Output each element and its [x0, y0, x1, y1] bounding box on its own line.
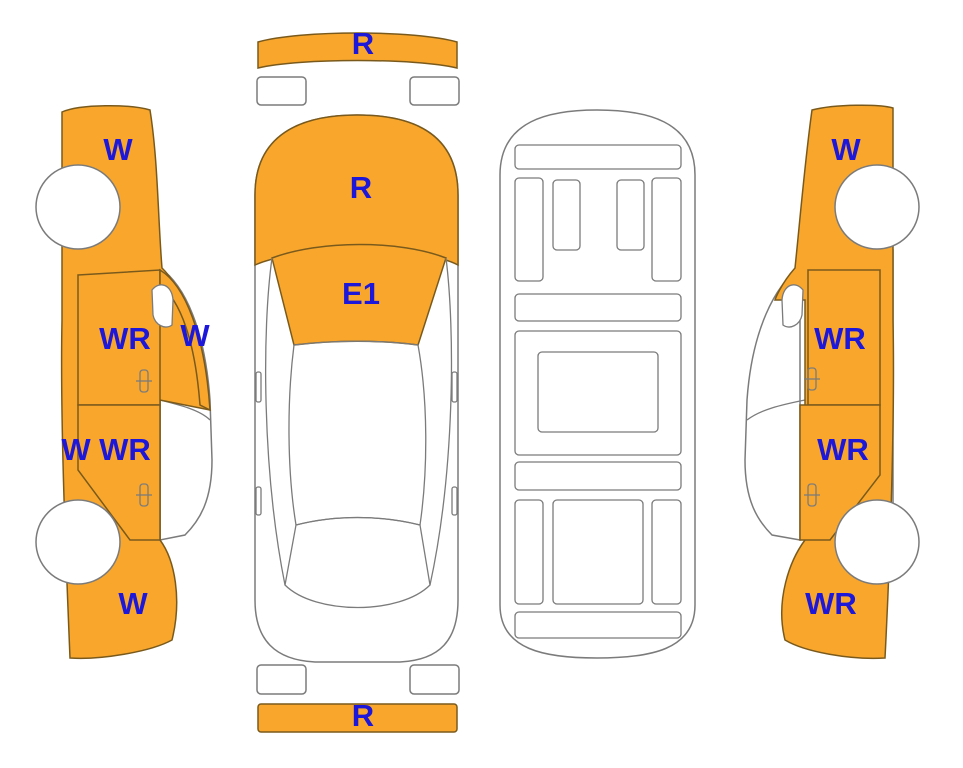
- label-left-rear-fender: W: [118, 586, 148, 621]
- left-rear-wheel: [35, 499, 121, 585]
- right-mirror: [781, 284, 804, 328]
- label-left-rear-door: WR: [99, 432, 151, 467]
- label-left-front-fender: W: [103, 132, 133, 167]
- right-rear-door-handle: [804, 483, 820, 507]
- right-headlight: [409, 76, 460, 106]
- right-rear-wheel: [834, 499, 920, 585]
- left-mirror: [151, 284, 174, 328]
- left-rear-door[interactable]: [77, 404, 161, 541]
- left-mirror-top: [255, 371, 262, 403]
- label-front-bumper: R: [352, 26, 374, 61]
- rear-bumper[interactable]: [257, 703, 458, 733]
- label-right-rear-door: WR: [817, 432, 869, 467]
- right-side-view: W WR WR WR: [744, 104, 920, 660]
- left-handle-top: [255, 486, 262, 516]
- top-view: R R E1 R: [254, 26, 460, 733]
- right-mirror-top: [451, 371, 458, 403]
- left-side-view: W WR W W WR W: [35, 105, 213, 660]
- label-left-front-door: WR: [99, 321, 151, 356]
- right-side-window-line: [429, 257, 453, 586]
- right-taillight: [409, 664, 460, 695]
- front-bumper[interactable]: [257, 32, 458, 69]
- label-rear-bumper: R: [352, 698, 374, 733]
- left-headlight: [256, 76, 307, 106]
- right-front-door-handle: [804, 367, 820, 391]
- label-left-rocker: W: [61, 432, 91, 467]
- right-front-wheel: [834, 164, 920, 250]
- label-windshield: E1: [342, 276, 380, 311]
- left-front-window[interactable]: [159, 268, 211, 412]
- left-front-wheel: [35, 164, 121, 250]
- left-rear-door-handle: [136, 483, 152, 507]
- right-side-pillar-line: [746, 399, 806, 421]
- rear-window-outline: [284, 516, 431, 609]
- left-side-window-line: [265, 257, 286, 586]
- left-taillight: [256, 664, 307, 695]
- label-right-rear-fender: WR: [805, 586, 857, 621]
- left-front-door-handle: [136, 369, 152, 393]
- underbody-view: [499, 109, 696, 659]
- label-right-front-door: WR: [814, 321, 866, 356]
- label-hood: R: [350, 170, 372, 205]
- right-handle-top: [451, 486, 458, 516]
- label-left-front-window: W: [180, 318, 210, 353]
- label-right-front-fender: W: [831, 132, 861, 167]
